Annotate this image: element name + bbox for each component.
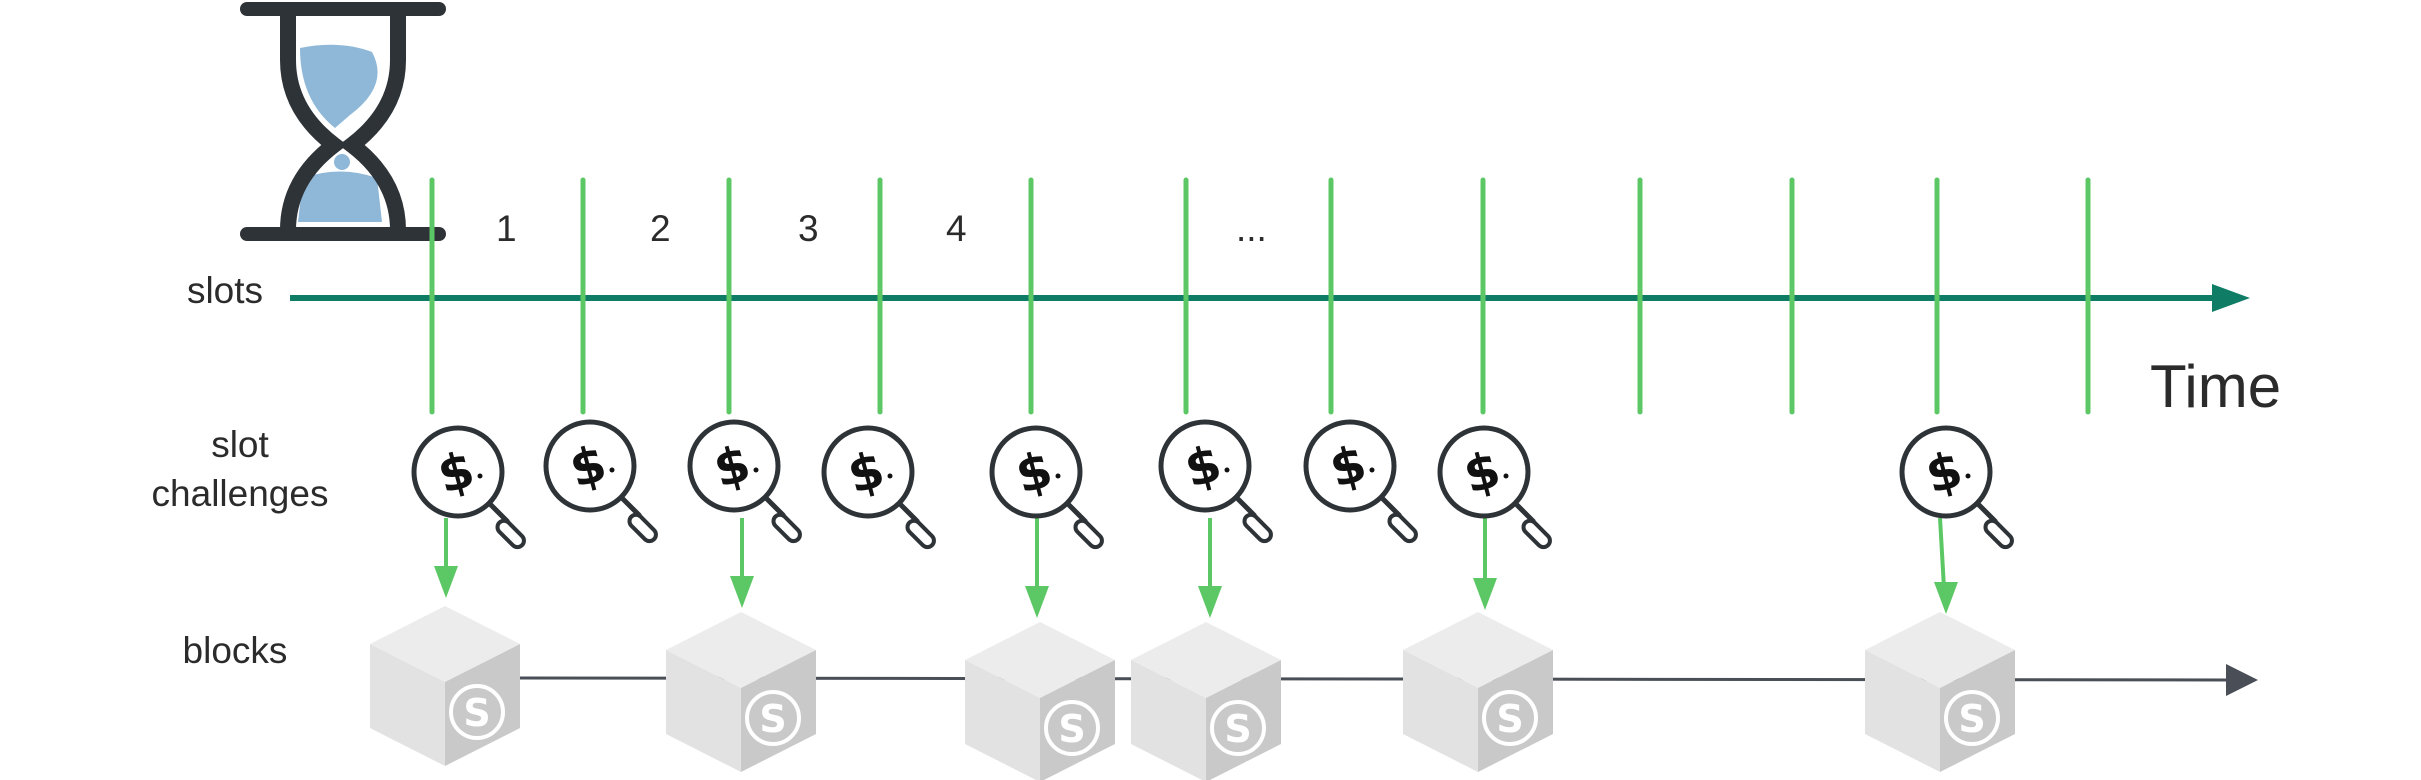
- block-arrowhead: [1025, 586, 1049, 618]
- cube-block-icon: [1863, 610, 2017, 774]
- dollar-magnifier-icon: [1161, 422, 1274, 544]
- time-axis-arrowhead: [2212, 284, 2250, 312]
- slots-row-label: slots: [186, 270, 264, 311]
- block-arrowhead: [1198, 586, 1222, 618]
- slot-challenges-row-label: slot challenges: [120, 420, 360, 518]
- block-arrowhead: [730, 576, 754, 608]
- dollar-magnifier-icon: [824, 428, 937, 550]
- block-arrow: [1938, 517, 1946, 589]
- cube-block-icon: [963, 620, 1117, 780]
- slot-number: ...: [1236, 208, 1267, 249]
- chain-arrowhead: [2226, 664, 2258, 696]
- cube-block-icon: [1401, 610, 1555, 774]
- slot-number: 3: [798, 208, 819, 249]
- dollar-magnifier-icon: [690, 422, 803, 544]
- slot-number: 1: [496, 208, 517, 249]
- cube-block-icon: [368, 604, 522, 768]
- slot-challenges-line2: challenges: [151, 473, 329, 514]
- block-arrowhead: [1473, 578, 1497, 610]
- dollar-magnifier-icon: [1902, 428, 2015, 550]
- blocks-row-label: blocks: [182, 630, 288, 671]
- time-axis-label: Time: [2150, 353, 2282, 420]
- slot-challenges-line1: slot: [211, 424, 269, 465]
- hourglass-icon: [240, 2, 446, 241]
- dollar-magnifier-icon: [546, 422, 659, 544]
- dollar-magnifier-icon: [414, 428, 527, 550]
- block-arrowhead: [434, 566, 458, 598]
- slot-number: 4: [946, 208, 967, 249]
- dollar-magnifier-icon: [1306, 422, 1419, 544]
- dollar-magnifier-icon: [1440, 428, 1553, 550]
- cube-block-icon: [1129, 620, 1283, 780]
- block-arrowhead: [1934, 582, 1958, 614]
- cube-block-icon: [664, 610, 818, 774]
- slot-number: 2: [650, 208, 671, 249]
- dollar-magnifier-icon: [992, 428, 1105, 550]
